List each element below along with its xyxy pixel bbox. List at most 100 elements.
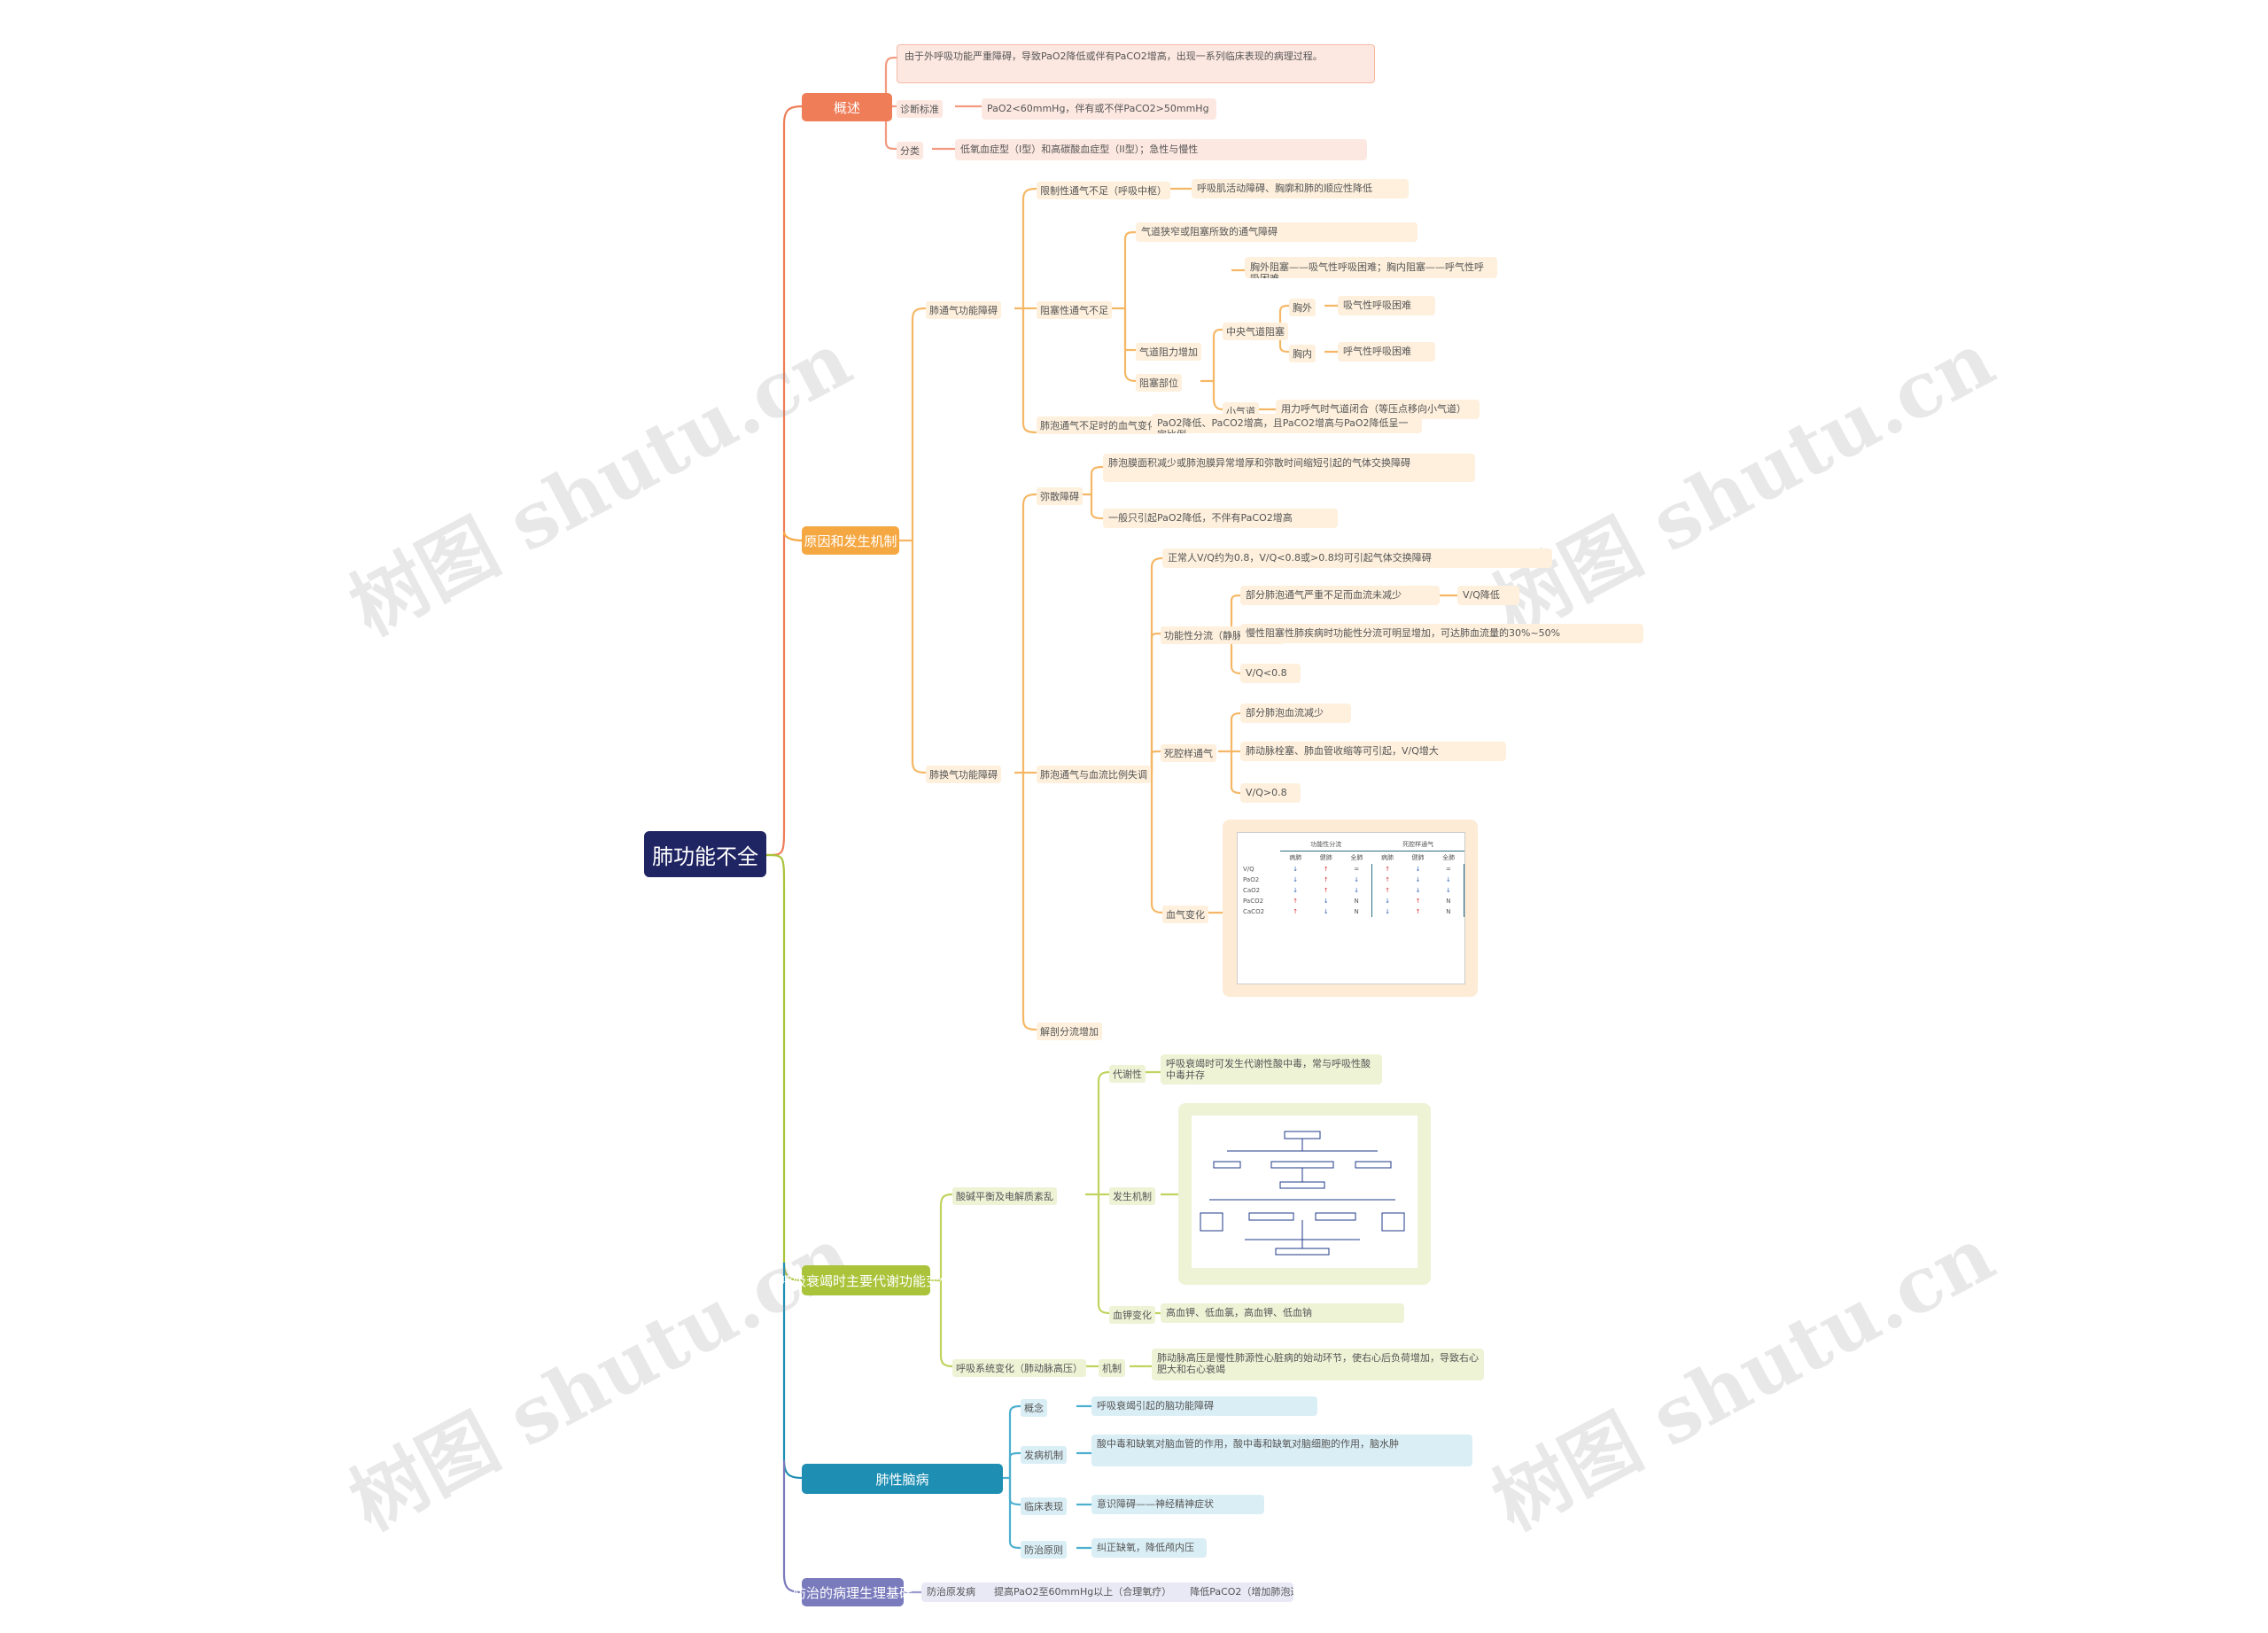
exchange-deadspace-b: 肺动脉栓塞、肺血管收缩等可引起，V/Q增大 (1240, 742, 1506, 761)
table-cell: ↓ (1323, 908, 1329, 915)
branch-overview[interactable]: 概述 (802, 93, 892, 121)
row-header: CaCO2 (1243, 908, 1265, 915)
table-cell: ↓ (1293, 887, 1299, 894)
branch-metabolic[interactable]: 呼吸衰竭时主要代谢功能变化 (780, 1265, 952, 1295)
metabolic-acid-label: 代谢性 (1109, 1065, 1146, 1083)
table-row: CaO2 ↓ ↑ ↓ ↑ ↓ ↓ (1238, 885, 1464, 896)
table-cell: ↑ (1323, 887, 1329, 894)
prevention-b: 提高PaO2至60mmHg以上（合理氧疗） (994, 1586, 1172, 1598)
table-cell: ↓ (1323, 898, 1329, 905)
sub-col-header: 健肺 (1319, 854, 1332, 861)
metabolic-result-note: 高血钾、低血氯，高血钾、低血钠 (1161, 1303, 1404, 1323)
metabolic-acid-note: 呼吸衰竭时可发生代谢性酸中毒，常与呼吸性酸中毒并存 (1161, 1054, 1382, 1085)
branch-mechanism[interactable]: 原因和发生机制 (802, 526, 899, 555)
sub-col-header: 病肺 (1289, 854, 1302, 861)
table-cell: ↑ (1293, 898, 1299, 905)
sub-col-header: 病肺 (1380, 854, 1394, 861)
vent-resistance: 气道阻力增加 (1136, 343, 1201, 361)
table-row: PaCO2 ↑ ↓ N ↓ ↑ N (1238, 896, 1464, 906)
metabolic-resp-label: 机制 (1099, 1359, 1125, 1377)
table-cell: ↓ (1433, 875, 1464, 885)
root-node[interactable]: 肺功能不全 (644, 831, 766, 877)
vent-alveolar-note: PaO2降低、PaCO2增高，且PaCO2增高与PaO2降低呈一定比例 (1152, 414, 1422, 433)
metabolic-flow-label: 发生机制 (1109, 1187, 1155, 1205)
exchange-diffusion: 弥散障碍 (1037, 487, 1083, 505)
row-header: V/Q (1243, 866, 1254, 873)
vent-restrictive-note: 呼吸肌活动障碍、胸廓和肺的顺应性降低 (1192, 179, 1409, 198)
vent-extra: 胸外 (1289, 299, 1316, 316)
table-cell: ↑ (1323, 876, 1329, 883)
table-cell: ↓ (1341, 885, 1373, 896)
table-row: PaO2↓↑↓↑↓↓ (1238, 875, 1464, 885)
vent-resistance-note: 胸外阻塞——吸气性呼吸困难；胸内阻塞——呼气性呼吸困难 (1245, 257, 1497, 278)
branch-encephalopathy[interactable]: 肺性脑病 (802, 1464, 1003, 1494)
enc-d-label: 防治原则 (1021, 1541, 1067, 1559)
vent-alveolar: 肺泡通气不足时的血气变化 (1037, 416, 1161, 434)
enc-a-note: 呼吸衰竭引起的脑功能障碍 (1091, 1396, 1317, 1416)
exchange-deadspace: 死腔样通气 (1161, 744, 1216, 762)
table-cell: ↑ (1415, 908, 1421, 915)
enc-b-label: 发病机制 (1021, 1446, 1067, 1464)
enc-a-label: 概念 (1021, 1399, 1047, 1417)
vent-central: 中央气道阻塞 (1223, 323, 1288, 340)
sub-col-header: 全肺 (1442, 854, 1456, 861)
table-cell: = (1341, 864, 1373, 875)
col-group-1: 功能性分流 (1279, 838, 1372, 851)
table-cell: ↓ (1415, 876, 1421, 883)
exchange-table-label: 血气变化 (1162, 906, 1208, 923)
overview-definition: 由于外呼吸功能严重障碍，导致PaO2降低或伴有PaCO2增高，出现一系列临床表现… (897, 44, 1375, 83)
table-cell: ↓ (1415, 887, 1421, 894)
table-cell: ↓ (1293, 876, 1299, 883)
col-group-2: 死腔样通气 (1371, 838, 1464, 851)
table-cell: N (1433, 896, 1464, 906)
enc-c-note: 意识障碍——神经精神症状 (1091, 1495, 1264, 1514)
sub-col-header: 健肺 (1411, 854, 1425, 861)
mechanism-flowchart-panel (1178, 1103, 1431, 1285)
table-cell: N (1433, 906, 1464, 917)
table-cell: ↓ (1433, 885, 1464, 896)
exchange-functional-c: V/Q<0.8 (1240, 664, 1301, 683)
vent-fixed: 阻塞部位 (1136, 374, 1182, 392)
branch-prevention[interactable]: 防治的病理生理基础 (793, 1578, 913, 1606)
blood-gas-table: 功能性分流 死腔样通气 病肺健肺全肺病肺健肺全肺 V/Q↓↑=↑↓=PaO2↓↑… (1238, 838, 1464, 917)
table-cell: ↑ (1385, 866, 1391, 873)
exchange-functional-a-note: V/Q降低 (1457, 586, 1519, 605)
table-cell: ↑ (1415, 898, 1421, 905)
row-header: PaCO2 (1243, 898, 1264, 905)
table-cell: ↓ (1385, 908, 1391, 915)
metabolic-acid: 酸碱平衡及电解质紊乱 (952, 1187, 1057, 1205)
blood-gas-table-panel: 功能性分流 死腔样通气 病肺健肺全肺病肺健肺全肺 V/Q↓↑=↑↓=PaO2↓↑… (1223, 820, 1478, 997)
exchange-vq-note: 正常人V/Q约为0.8，V/Q<0.8或>0.8均可引起气体交换障碍 (1162, 548, 1552, 568)
table-cell: N (1341, 896, 1373, 906)
sub-col-header: 全肺 (1350, 854, 1363, 861)
table-cell: ↑ (1323, 866, 1329, 873)
exchange-vq: 肺泡通气与血流比例失调 (1037, 766, 1151, 783)
table-cell: N (1341, 906, 1373, 917)
flowchart-figure (1200, 1131, 1405, 1256)
table-cell: ↓ (1341, 875, 1373, 885)
exchange-diffusion-note1: 肺泡膜面积减少或肺泡膜异常增厚和弥散时间缩短引起的气体交换障碍 (1103, 454, 1475, 482)
table-cell: = (1433, 864, 1464, 875)
table-cell: ↑ (1385, 876, 1391, 883)
enc-d-note: 纠正缺氧，降低颅内压 (1091, 1538, 1207, 1558)
overview-standard-value: PaO2<60mmHg，伴有或不伴PaCO2>50mmHg (982, 98, 1216, 120)
table-cell: ↓ (1415, 866, 1421, 873)
table-row: CaCO2↑↓N↓↑N (1238, 906, 1464, 917)
prevention-row: 防治原发病 提高PaO2至60mmHg以上（合理氧疗） 降低PaCO2（增加肺泡… (921, 1582, 1293, 1602)
enc-c-label: 临床表现 (1021, 1497, 1067, 1515)
exchange-deadspace-a: 部分肺泡血流减少 (1240, 704, 1351, 723)
exchange-label: 肺换气功能障碍 (926, 766, 1001, 783)
vent-airway-note: 气道狭窄或阻塞所致的通气障碍 (1136, 222, 1418, 242)
vent-obstructive: 阻塞性通气不足 (1037, 301, 1112, 319)
vent-intra: 胸内 (1289, 345, 1316, 362)
table-cell: ↓ (1385, 898, 1391, 905)
prevention-a: 防治原发病 (927, 1586, 975, 1598)
overview-types-label: 分类 (897, 142, 923, 159)
metabolic-resp-note: 肺动脉高压是慢性肺源性心脏病的始动环节，使右心后负荷增加，导致右心肥大和右心衰竭 (1152, 1349, 1484, 1380)
row-header: CaO2 (1243, 887, 1261, 894)
table-cell: ↑ (1385, 887, 1391, 894)
prevention-c: 降低PaCO2（增加肺泡通气量） (1190, 1586, 1293, 1598)
exchange-deadspace-c: V/Q>0.8 (1240, 783, 1301, 803)
table-cell: ↓ (1293, 866, 1299, 873)
